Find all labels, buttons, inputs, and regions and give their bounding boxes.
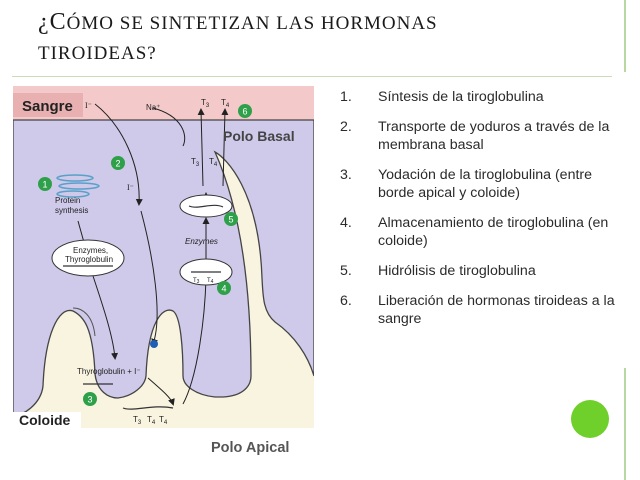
svg-text:3: 3 bbox=[87, 395, 92, 405]
title-open-mark: ¿ bbox=[38, 9, 50, 35]
svg-text:2: 2 bbox=[115, 159, 120, 169]
svg-text:T4: T4 bbox=[209, 157, 218, 168]
t3-t4-colloid: T3 T4 T4 bbox=[133, 415, 168, 426]
t3-t4-top: T3 T4 bbox=[201, 98, 230, 109]
polo-basal-label: Polo Basal bbox=[223, 128, 295, 144]
sangre-label: Sangre bbox=[22, 98, 73, 115]
list-item: 4.Almacenamiento de tiroglobulina (en co… bbox=[340, 215, 609, 249]
title-divider bbox=[12, 76, 612, 77]
apical-transporter-dot bbox=[150, 340, 158, 348]
decorative-bar-bottom bbox=[624, 368, 626, 480]
list-item: 1.Síntesis de la tiroglobulina bbox=[340, 89, 544, 105]
svg-text:T3: T3 bbox=[201, 98, 210, 109]
step-badge-5: 5 bbox=[224, 212, 238, 226]
coloide-label-bg bbox=[13, 412, 81, 428]
thyroglobulin-to-colloid-arrow bbox=[147, 377, 175, 406]
list-item: 3.Yodación de la tiroglobulina (entre bo… bbox=[340, 167, 593, 201]
coloide-label: Coloide bbox=[19, 412, 71, 428]
title-first-letter: C bbox=[49, 9, 67, 35]
protein-synthesis-label-1: Protein bbox=[55, 196, 80, 205]
list-item: 6.Liberación de hormonas tiroideas a la … bbox=[340, 293, 615, 327]
apical-groove-left bbox=[72, 307, 96, 337]
steps-list: 1.Síntesis de la tiroglobulina 2.Transpo… bbox=[340, 88, 630, 340]
na-exit-arrow bbox=[152, 107, 186, 147]
title-line2: tiroideas? bbox=[38, 43, 157, 64]
endocytosis-arrow bbox=[182, 276, 210, 405]
na-label: Na⁺ bbox=[146, 103, 160, 112]
enzymes-label: Enzymes, bbox=[73, 246, 108, 255]
hormone-release-arrow-2 bbox=[221, 108, 229, 187]
sangre-label-bg bbox=[13, 93, 83, 117]
svg-text:T4: T4 bbox=[207, 278, 214, 285]
t3-t4-vesicle: T3 T4 bbox=[193, 278, 214, 285]
hormone-release-arrow-1 bbox=[197, 108, 205, 187]
golgi-chain-2 bbox=[58, 182, 100, 190]
list-item: 5.Hidrólisis de tiroglobulina bbox=[340, 263, 536, 279]
step-badge-4: 4 bbox=[217, 281, 231, 295]
svg-text:T3: T3 bbox=[133, 415, 142, 426]
step-badge-2: 2 bbox=[111, 156, 125, 170]
svg-text:1: 1 bbox=[42, 180, 47, 190]
svg-text:4: 4 bbox=[221, 284, 226, 294]
step-badge-3: 3 bbox=[83, 392, 97, 406]
polo-apical-label: Polo Apical bbox=[211, 440, 290, 456]
svg-text:5: 5 bbox=[228, 215, 233, 225]
iodide-top-label: I⁻ bbox=[85, 101, 92, 110]
svg-text:6: 6 bbox=[242, 107, 247, 117]
iodinated-chain-colloid bbox=[122, 406, 174, 410]
svg-text:T3: T3 bbox=[193, 278, 200, 285]
iodide-cell-label: I⁻ bbox=[127, 183, 134, 192]
thyroglobulin-vesicle-label: Thyroglobulin bbox=[65, 255, 113, 264]
enzymes-italic-label: Enzymes bbox=[185, 237, 218, 246]
svg-text:T4: T4 bbox=[147, 415, 156, 426]
decorative-green-circle bbox=[571, 400, 609, 438]
title-line1: ómo se sintetizan las hormonas bbox=[66, 13, 438, 34]
iodide-to-apical-arrow bbox=[140, 210, 158, 346]
enzymes-vesicle bbox=[51, 239, 125, 277]
protein-synthesis-label-2: synthesis bbox=[55, 206, 88, 215]
golgi-chain-1 bbox=[56, 174, 94, 182]
thyroglobulin-chain-hydrolysis bbox=[188, 204, 224, 208]
iodide-entry-arrow bbox=[94, 103, 143, 206]
svg-text:T4: T4 bbox=[221, 98, 230, 109]
thyroid-hormone-synthesis-diagram: 1 2 3 4 5 6 Sangre Polo Basal I⁻ Na⁺ I⁻ … bbox=[13, 86, 314, 428]
list-item: 2.Transporte de yoduros a través de la m… bbox=[340, 119, 610, 153]
svg-text:T4: T4 bbox=[159, 415, 168, 426]
svg-text:T3: T3 bbox=[191, 157, 200, 168]
decorative-bar-top bbox=[624, 0, 626, 72]
golgi-chain-3 bbox=[56, 190, 90, 198]
thyroglobulin-down-arrow bbox=[92, 275, 119, 360]
thyroglobulin-i-label: Thyroglobulin + I⁻ bbox=[77, 367, 141, 376]
step-badge-1: 1 bbox=[38, 177, 52, 191]
step-badge-6: 6 bbox=[238, 104, 252, 118]
slide-title: ¿Cómo se sintetizan las hormonas tiroide… bbox=[38, 8, 598, 68]
t3-t4-cell: T3 T4 bbox=[191, 157, 218, 168]
